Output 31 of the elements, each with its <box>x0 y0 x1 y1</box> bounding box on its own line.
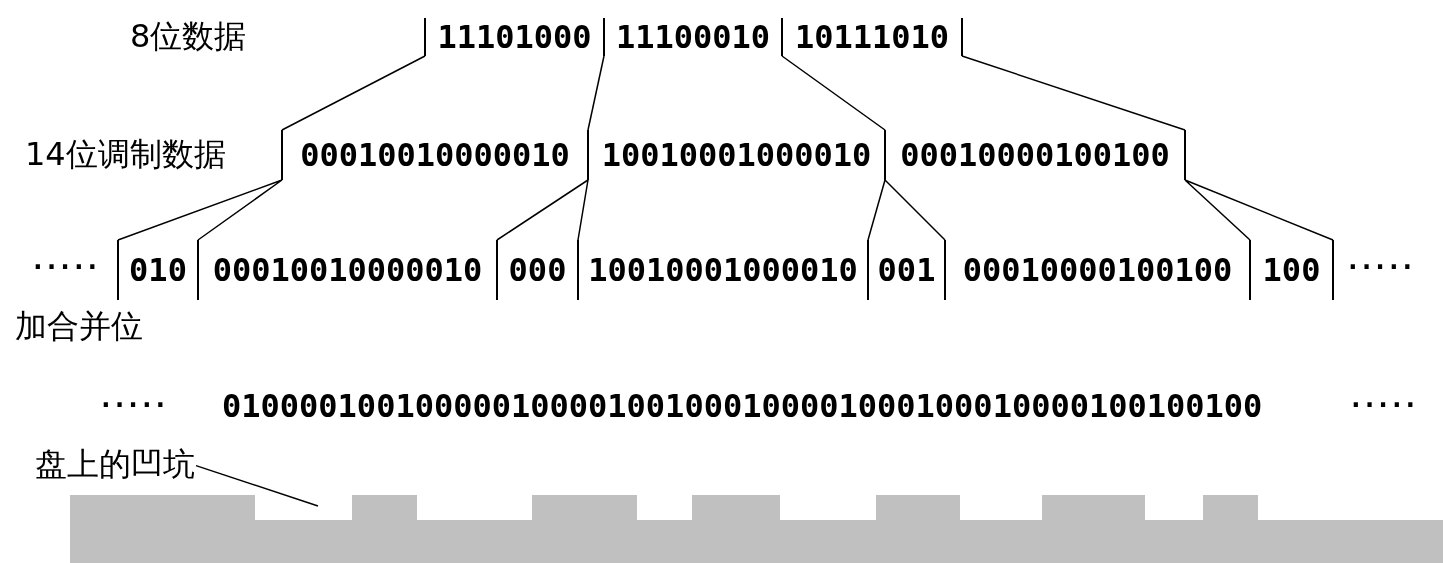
row-label: 加合并位 <box>15 310 143 342</box>
ellipsis-dots: ····· <box>30 254 99 280</box>
ellipsis-dots: ····· <box>98 392 167 418</box>
bit-field: 100 <box>1249 240 1334 300</box>
bit-field: 00010010000010 <box>197 240 496 300</box>
expansion-line <box>117 179 283 241</box>
ellipsis-dots: ····· <box>1345 254 1414 280</box>
bit-stream: 010000100100000100001001000100001000100010000100100100 <box>222 390 1263 422</box>
ellipsis-dots: ····· <box>1348 392 1417 418</box>
row-label: 8位数据 <box>130 20 247 52</box>
bit-field: 010 <box>117 240 197 300</box>
bit-field: 10111010 <box>781 18 963 56</box>
bit-field: 00010000100100 <box>884 130 1186 180</box>
callout-text: 盘上的凹坑 <box>35 448 195 480</box>
bit-field: 10010001000010 <box>577 240 867 300</box>
row-label: 14位调制数据 <box>25 138 226 170</box>
expansion-line <box>781 55 886 131</box>
bit-field: 11100010 <box>603 18 781 56</box>
expansion-line <box>1184 179 1334 241</box>
leader-line <box>195 464 319 507</box>
expansion-line <box>281 55 426 131</box>
bit-field: 10010001000010 <box>587 130 884 180</box>
expansion-line <box>496 179 589 241</box>
bit-field: 000 <box>496 240 577 300</box>
bit-field: 001 <box>867 240 944 300</box>
expansion-line <box>867 179 946 241</box>
bit-field: 11101000 <box>424 18 603 56</box>
bit-field: 00010010000010 <box>281 130 587 180</box>
expansion-line <box>961 55 1186 131</box>
bit-field: 00010000100100 <box>944 240 1249 300</box>
expansion-line <box>587 55 605 131</box>
